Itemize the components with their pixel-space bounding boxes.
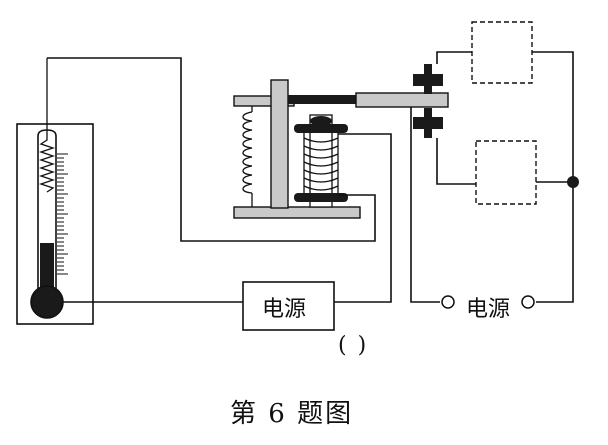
electromagnet-flange-bottom (294, 193, 348, 202)
power-supply-left-label: 电源 (262, 297, 307, 322)
control-wire-right (334, 133, 392, 303)
upper-branch-wire (436, 51, 472, 64)
electromagnet-coil (303, 133, 339, 193)
junction-node (567, 176, 579, 188)
power-right-terminal-right (521, 295, 535, 309)
power-supply-left-box (242, 281, 335, 331)
lower-branch-wire (436, 138, 476, 185)
thermometer-contact-wire (38, 58, 56, 193)
electromagnet-core-top (310, 116, 332, 126)
relay-bottom-plate (233, 206, 361, 219)
power-supply-right-label: 电源 (466, 297, 511, 322)
relay-armature (288, 95, 358, 104)
power-right-terminal-left (441, 295, 455, 309)
relay-spring (242, 106, 253, 207)
contact-bar-wire (410, 107, 440, 303)
thermometer-frame (16, 123, 94, 325)
right-junction-wire (532, 51, 574, 303)
thermometer-scale (57, 153, 68, 275)
control-wire-top (47, 57, 376, 242)
relay-pivot-post (270, 79, 289, 209)
electromagnet-core (309, 114, 333, 208)
relay-contact-bar (355, 92, 449, 108)
electromagnet-flange-top (294, 124, 348, 133)
upper-appliance-box (471, 21, 533, 84)
lower-appliance-box (475, 140, 537, 205)
lower-contact-stem (424, 108, 432, 138)
figure-caption: 第 6 题图 (230, 399, 354, 429)
thermometer-bulb (30, 285, 64, 319)
answer-blank: ( ) (338, 333, 369, 358)
mercury-column (40, 243, 54, 293)
upper-contact-stem (424, 64, 432, 94)
